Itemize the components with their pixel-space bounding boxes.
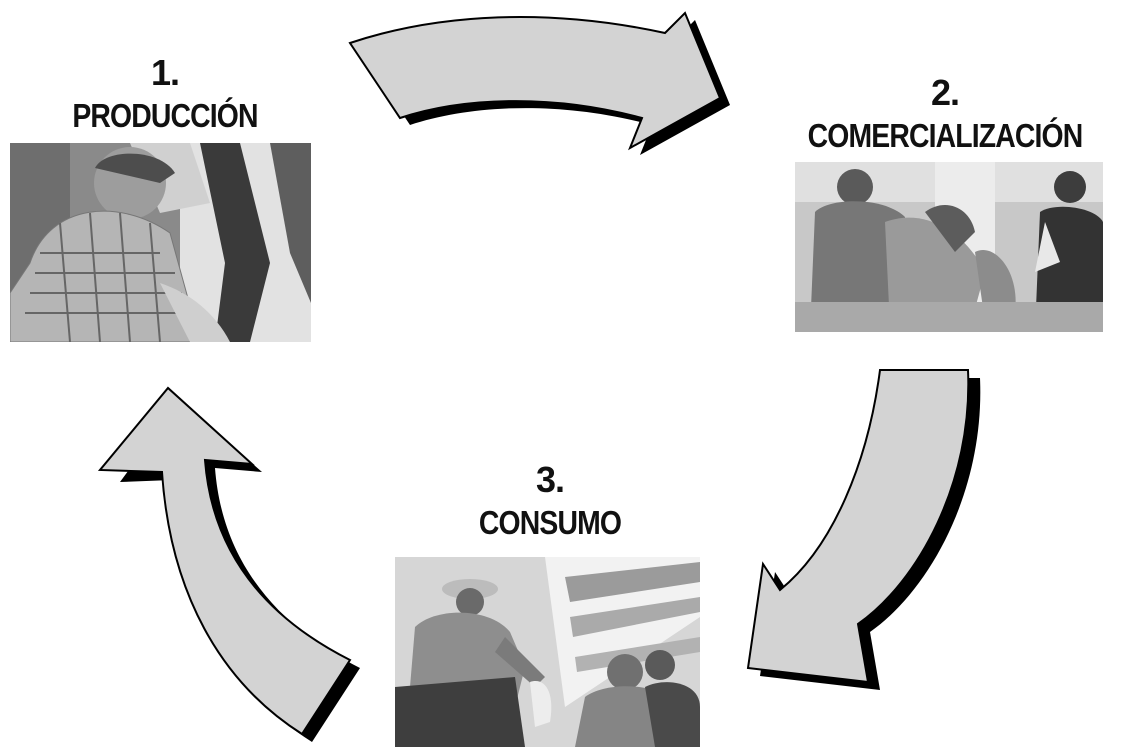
milk-delivery-photo — [395, 557, 700, 747]
stage-number: 1. — [150, 52, 180, 93]
stage-title-comercializacion: 2. COMERCIALIZACIÓN — [760, 72, 1130, 154]
arrow-consumo-to-produccion — [97, 386, 360, 742]
arrow-body — [746, 369, 970, 684]
arrow-comercializacion-to-consumo — [746, 369, 981, 690]
stage-title-produccion: 1. PRODUCCIÓN — [20, 52, 310, 134]
stage-name: PRODUCCIÓN — [72, 97, 258, 134]
arrow-body — [348, 11, 722, 151]
milking-cow-photo — [10, 143, 311, 342]
stage-number: 3. — [535, 459, 565, 500]
livestock-trading-photo — [795, 162, 1103, 332]
stage-number: 2. — [930, 72, 960, 113]
stage-title-consumo: 3. CONSUMO — [420, 459, 680, 541]
stage-name: CONSUMO — [478, 504, 622, 541]
stage-name: COMERCIALIZACIÓN — [807, 117, 1084, 154]
arrow-body — [97, 386, 352, 736]
arrow-produccion-to-comercializacion — [348, 11, 730, 155]
